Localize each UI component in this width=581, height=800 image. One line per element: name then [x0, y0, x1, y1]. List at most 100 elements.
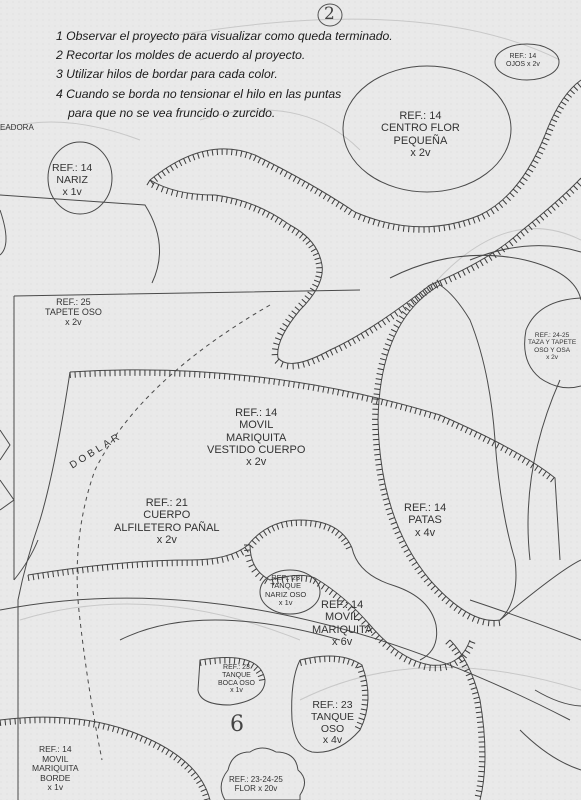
stitch-tick	[312, 384, 315, 391]
stitch-tick	[216, 195, 218, 202]
stitch-tick	[382, 348, 390, 351]
stitch-tick	[434, 589, 440, 594]
stitch-tick	[458, 222, 461, 229]
stitch-tick	[165, 749, 170, 756]
stitch-tick	[419, 409, 422, 416]
stitch-tick	[481, 213, 486, 220]
stitch-tick	[290, 520, 293, 527]
stitch-tick	[538, 468, 543, 474]
stitch-tick	[233, 374, 236, 381]
stitch-tick	[500, 445, 504, 451]
stitch-tick	[414, 407, 417, 415]
stitch-tick	[388, 517, 395, 521]
stitch-tick	[294, 306, 300, 311]
label-borde: REF.: 14 MOVIL MARIQUITA BORDE x 1v	[32, 744, 79, 793]
stitch-tick	[209, 658, 212, 665]
stitch-tick	[231, 553, 235, 560]
stitch-tick	[340, 599, 345, 605]
stitch-tick	[491, 440, 496, 447]
stitch-tick	[392, 526, 399, 530]
stitch-tick	[387, 512, 394, 516]
stitch-tick	[385, 316, 391, 323]
stitch-tick	[177, 758, 182, 764]
stitch-tick	[358, 670, 365, 673]
stitch-tick	[121, 563, 124, 570]
stitch-tick	[257, 674, 264, 678]
stitch-tick	[331, 198, 336, 205]
stitch-tick	[390, 521, 397, 525]
tapete-outline	[13, 289, 361, 580]
handwritten-number-2: 2	[317, 3, 343, 27]
stitch-tick	[278, 219, 283, 226]
stitch-tick	[512, 237, 518, 243]
stitch-tick	[230, 149, 233, 156]
label-cuerpo: REF.: 21 CUERPO ALFILETERO PAÑAL x 2v	[114, 497, 220, 546]
stitch-tick	[173, 755, 178, 761]
stitch-tick	[379, 357, 387, 361]
stitch-tick	[275, 166, 279, 173]
stitch-tick	[322, 193, 327, 200]
stitch-tick	[551, 118, 558, 123]
stitch-tick	[191, 193, 194, 200]
stitch-tick	[426, 287, 431, 293]
stitch-tick	[443, 225, 446, 232]
stitch-tick	[359, 712, 366, 716]
stitch-tick	[361, 703, 368, 706]
stitch-tick	[475, 711, 482, 714]
stitch-tick	[360, 333, 365, 339]
stitch-tick	[14, 718, 16, 725]
stitch-tick	[343, 206, 348, 213]
stitch-tick	[446, 419, 451, 425]
label-line: x 4v	[415, 526, 436, 539]
stitch-tick	[314, 521, 317, 528]
stitch-tick	[512, 188, 519, 194]
stitch-tick	[297, 362, 300, 369]
stitch-tick	[52, 571, 55, 578]
stitch-tick	[204, 659, 207, 666]
stitch-tick	[285, 318, 291, 323]
stitch-tick	[373, 393, 380, 395]
stitch-tick	[286, 363, 289, 370]
stitch-tick	[125, 730, 129, 737]
stitch-tick	[445, 599, 451, 605]
stitch-tick	[170, 189, 174, 196]
stitch-tick	[112, 725, 115, 733]
stitch-tick	[362, 215, 366, 222]
stitch-tick	[328, 589, 334, 596]
stitch-tick	[312, 283, 318, 288]
stitch-tick	[474, 794, 481, 798]
stitch-tick	[451, 647, 457, 652]
stitch-tick	[401, 311, 408, 316]
stitch-tick	[573, 185, 579, 191]
stitch-tick	[423, 663, 426, 671]
stitch-tick	[549, 123, 556, 127]
stitch-tick	[278, 379, 281, 386]
stitch-tick	[361, 684, 368, 687]
stitch-tick	[381, 353, 388, 356]
bottom-curve	[0, 716, 211, 800]
stitch-tick	[341, 390, 345, 397]
stitch-tick	[307, 360, 311, 367]
stitch-tick	[509, 192, 515, 198]
stitch-tick	[444, 278, 448, 285]
stitch-tick	[372, 219, 376, 226]
stitch-tick	[106, 564, 109, 571]
stitch-tick	[411, 298, 417, 304]
label-ref: REF.: 14	[399, 110, 442, 122]
stitch-tick	[42, 572, 45, 579]
stitch-tick	[541, 141, 548, 146]
stitch-tick	[230, 198, 233, 205]
stitch-tick	[534, 465, 539, 471]
ojos-ellipse	[494, 43, 560, 81]
stitch-tick	[270, 214, 275, 221]
stitch-tick	[463, 668, 470, 672]
label-nariz: REF.: 14 NARIZ x 1v	[52, 162, 92, 198]
stitch-tick	[473, 431, 478, 438]
stitch-tick	[394, 311, 399, 317]
stitch-tick	[310, 520, 312, 527]
label-line: CENTRO FLOR	[381, 122, 460, 135]
stitch-tick	[81, 567, 84, 574]
stitch-tick	[174, 162, 179, 169]
stitch-tick	[313, 279, 320, 283]
stitch-tick	[310, 248, 317, 253]
